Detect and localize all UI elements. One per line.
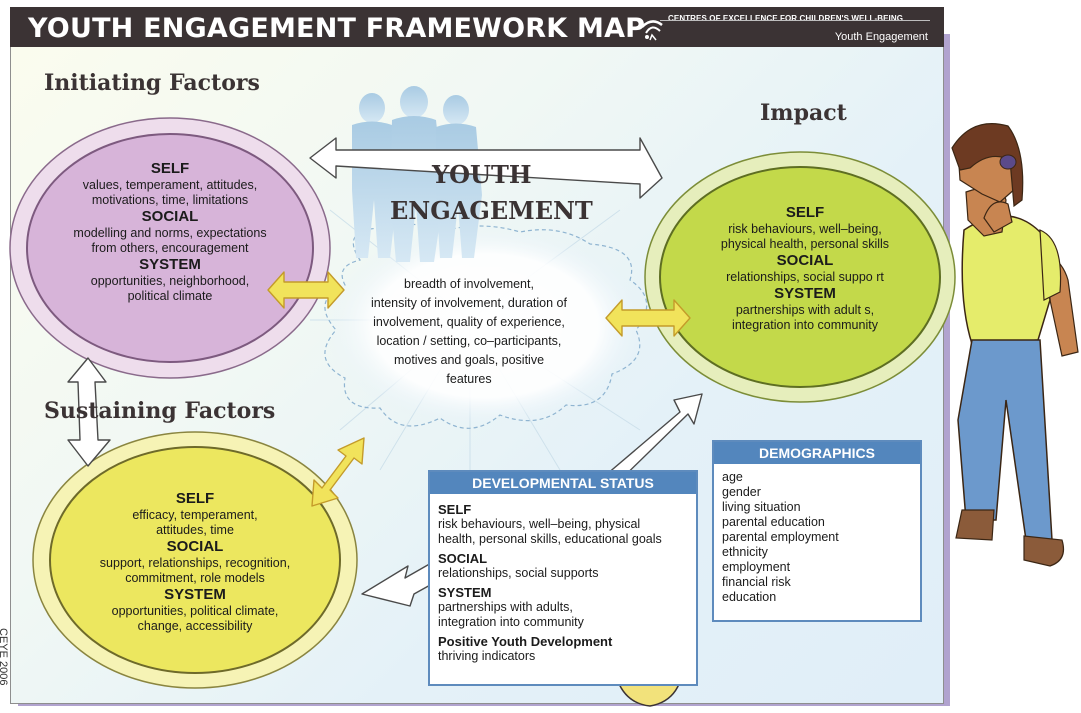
impact-ellipse-inner [659, 166, 941, 388]
impact-social-heading: SOCIAL [776, 252, 834, 269]
dev-social-line1: relationships, social supports [438, 566, 599, 580]
initiating-engagement-arrow [267, 271, 345, 309]
sustaining-ellipse-inner [49, 446, 341, 674]
initiating-system-line1: opportunities, neighborhood, [90, 274, 250, 288]
sustaining-system-line1: opportunities, political climate, [111, 604, 279, 618]
left-vertical-double-arrow [67, 357, 111, 467]
dev-pyd-heading: Positive Youth Development [438, 634, 613, 649]
reflective-teen-figure-icon [951, 123, 1079, 567]
initiating-factors-label: Initiating Factors [44, 70, 260, 96]
impact-system-line1: partnerships with adult s, [735, 303, 875, 317]
sustaining-factors-label: Sustaining Factors [44, 398, 276, 424]
youth-label: YOUTH [432, 160, 532, 189]
sustaining-social-line2: commitment, role models [125, 571, 265, 585]
sustaining-system-line2: change, accessibility [137, 619, 253, 633]
demographic-item: parental employment [722, 530, 839, 544]
initiating-factors-text: SELF values, temperament, attitudes, mot… [60, 160, 280, 304]
dev-self-line1: risk behaviours, well–being, physical [438, 517, 641, 531]
engagement-line: location / setting, co–participants, [376, 334, 562, 348]
initiating-social-heading: SOCIAL [141, 208, 199, 225]
demographic-item: ethnicity [722, 545, 768, 559]
demographic-item: parental education [722, 515, 825, 529]
impact-text: SELF risk behaviours, well–being, physic… [700, 204, 910, 333]
demographic-item: age [722, 470, 743, 484]
developmental-status-box: DEVELOPMENTAL STATUS SELF risk behaviour… [428, 470, 698, 686]
demographic-item: education [722, 590, 777, 604]
logo-divider [660, 20, 930, 21]
organization-name: CENTRES OF EXCELLENCE FOR CHILDREN'S WEL… [668, 14, 904, 23]
demographics-title: DEMOGRAPHICS [714, 442, 920, 464]
dev-self-line2: health, personal skills, educational goa… [438, 532, 662, 546]
dev-system-heading: SYSTEM [438, 585, 492, 600]
engagement-line: features [446, 372, 492, 386]
engagement-line: breadth of involvement, [404, 277, 534, 291]
sustaining-self-heading: SELF [175, 490, 215, 507]
demographic-item: gender [722, 485, 761, 499]
top-double-arrow [309, 137, 663, 199]
engagement-impact-arrow [605, 299, 691, 337]
dev-self-heading: SELF [438, 502, 472, 517]
demographic-item: living situation [722, 500, 801, 514]
developmental-status-title: DEVELOPMENTAL STATUS [430, 472, 696, 494]
impact-system-line2: integration into community [732, 318, 878, 332]
initiating-system-line2: political climate [127, 289, 213, 303]
initiating-social-line2: from others, encouragement [91, 241, 249, 255]
sustaining-self-line2: attitudes, time [156, 523, 234, 537]
credit-text: CEYE 2006 [0, 628, 9, 686]
impact-self-line2: physical health, personal skills [720, 237, 890, 251]
sustaining-social-line1: support, relationships, recognition, [99, 556, 291, 570]
impact-label: Impact [760, 100, 847, 126]
dev-pyd-line1: thriving indicators [438, 649, 536, 663]
dev-system-line2: integration into community [438, 615, 584, 629]
engagement-line: intensity of involvement, duration of [371, 296, 567, 310]
sustaining-social-heading: SOCIAL [166, 538, 224, 555]
engagement-line: involvement, quality of experience, [373, 315, 565, 329]
impact-self-heading: SELF [785, 204, 825, 221]
initiating-system-heading: SYSTEM [139, 256, 201, 273]
impact-social-line1: relationships, social suppo rt [726, 270, 884, 284]
dev-system-line1: partnerships with adults, [438, 600, 573, 614]
engagement-dimensions: breadth of involvement, intensity of inv… [363, 275, 575, 389]
initiating-self-line1: values, temperament, attitudes, [82, 178, 258, 192]
sustaining-self-line1: efficacy, temperament, [132, 508, 258, 522]
engagement-cloud [324, 223, 648, 429]
impact-self-line1: risk behaviours, well–being, [728, 222, 882, 236]
engagement-label: ENGAGEMENT [390, 196, 593, 225]
initiating-self-heading: SELF [150, 160, 190, 177]
page-title: YOUTH ENGAGEMENT FRAMEWORK MAP [28, 13, 646, 44]
ceye-logo-icon [641, 20, 663, 41]
yellow-arrows [267, 271, 691, 507]
initiating-social-line1: modelling and norms, expectations [73, 226, 267, 240]
demographic-item: financial risk [722, 575, 791, 589]
impact-system-heading: SYSTEM [774, 285, 836, 302]
demographics-box: DEMOGRAPHICS age gender living situation… [712, 440, 922, 622]
demographic-item: employment [722, 560, 791, 574]
engagement-line: motives and goals, positive [393, 353, 545, 367]
initiating-ellipse-inner [26, 133, 314, 363]
sustaining-engagement-arrow [311, 437, 365, 507]
initiating-self-line2: motivations, time, limitations [91, 193, 249, 207]
header-bar: YOUTH ENGAGEMENT FRAMEWORK MAP CENTRES O… [10, 7, 944, 47]
sustaining-factors-text: SELF efficacy, temperament, attitudes, t… [85, 490, 305, 634]
sustaining-system-heading: SYSTEM [164, 586, 226, 603]
header-subtitle: Youth Engagement [834, 31, 928, 43]
dev-social-heading: SOCIAL [438, 551, 488, 566]
